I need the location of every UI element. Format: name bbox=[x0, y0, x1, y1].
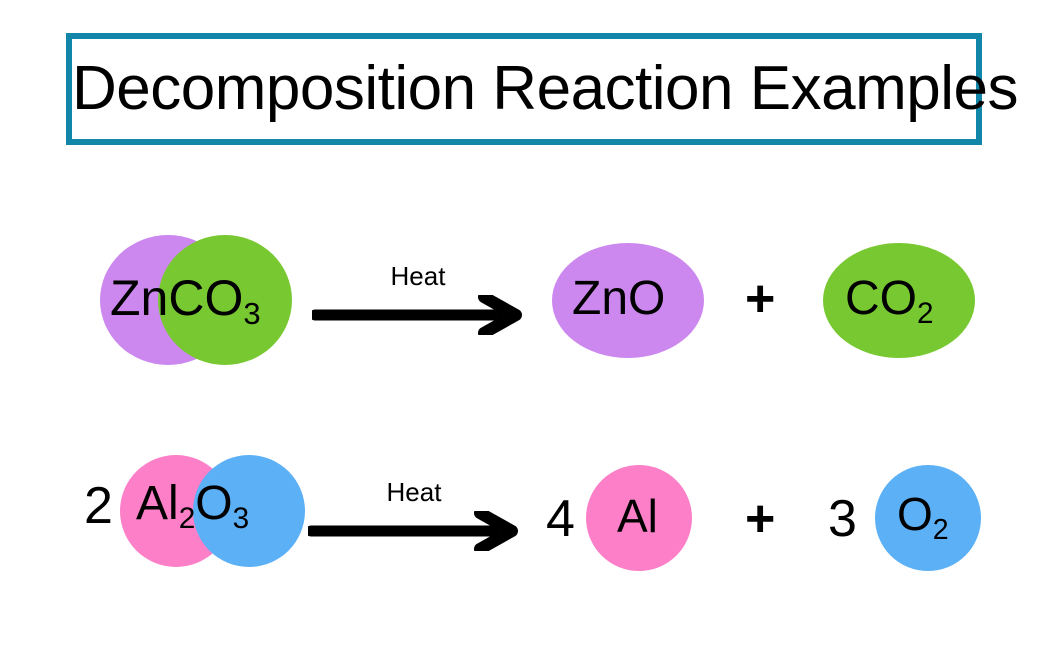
arrow-icon bbox=[312, 295, 522, 335]
formula-main: O bbox=[897, 488, 933, 540]
formula-main: CO bbox=[845, 272, 917, 325]
formula-main: ZnO bbox=[572, 272, 666, 325]
formula-subscript: 2 bbox=[917, 296, 934, 330]
reactant-blob-blue bbox=[193, 455, 305, 567]
reaction-arrow-2: Heat bbox=[308, 461, 520, 551]
formula-subscript-2: 3 bbox=[232, 501, 250, 535]
reaction-row-1: ZnCO3 Heat ZnO + CO2 bbox=[0, 225, 1048, 375]
arrow-label-heat: Heat bbox=[390, 261, 446, 291]
reactant-blob-green bbox=[158, 235, 292, 365]
formula-main: Al bbox=[617, 490, 658, 542]
formula-subscript: 2 bbox=[932, 513, 949, 546]
product-formula-zinc-oxide: ZnO bbox=[572, 275, 665, 323]
product-coefficient-oxygen: 3 bbox=[828, 490, 857, 548]
formula-main: ZnCO bbox=[110, 270, 244, 326]
product-blob-zinc-oxide bbox=[552, 243, 704, 358]
product-coefficient-aluminium: 4 bbox=[546, 490, 575, 548]
product-formula-aluminium: Al bbox=[617, 493, 658, 539]
product-blob-oxygen bbox=[875, 465, 981, 571]
formula-main: Al bbox=[136, 477, 179, 530]
plus-operator: + bbox=[745, 270, 776, 328]
reactant-coefficient: 2 bbox=[84, 477, 113, 535]
title-box: Decomposition Reaction Examples bbox=[66, 33, 1018, 145]
page-title: Decomposition Reaction Examples bbox=[72, 54, 1018, 123]
reaction-row-2: 2 Al2O3 Heat 4 Al + 3 O2 bbox=[0, 445, 1048, 595]
plus-operator: + bbox=[745, 490, 776, 548]
arrow-icon bbox=[308, 511, 518, 551]
product-blob-carbon-dioxide bbox=[823, 243, 975, 358]
formula-subscript: 3 bbox=[243, 296, 261, 332]
arrow-label-heat: Heat bbox=[386, 477, 442, 507]
reactant-formula-aluminium-oxide: Al2O3 bbox=[136, 477, 249, 534]
product-formula-oxygen: O2 bbox=[897, 488, 949, 544]
product-formula-carbon-dioxide: CO2 bbox=[845, 272, 934, 329]
reaction-arrow-1: Heat bbox=[312, 245, 524, 335]
formula-subscript: 2 bbox=[178, 501, 196, 535]
reactant-formula-zinc-carbonate: ZnCO3 bbox=[110, 270, 261, 329]
product-blob-aluminium bbox=[586, 465, 692, 571]
formula-main-2: O bbox=[195, 477, 233, 530]
